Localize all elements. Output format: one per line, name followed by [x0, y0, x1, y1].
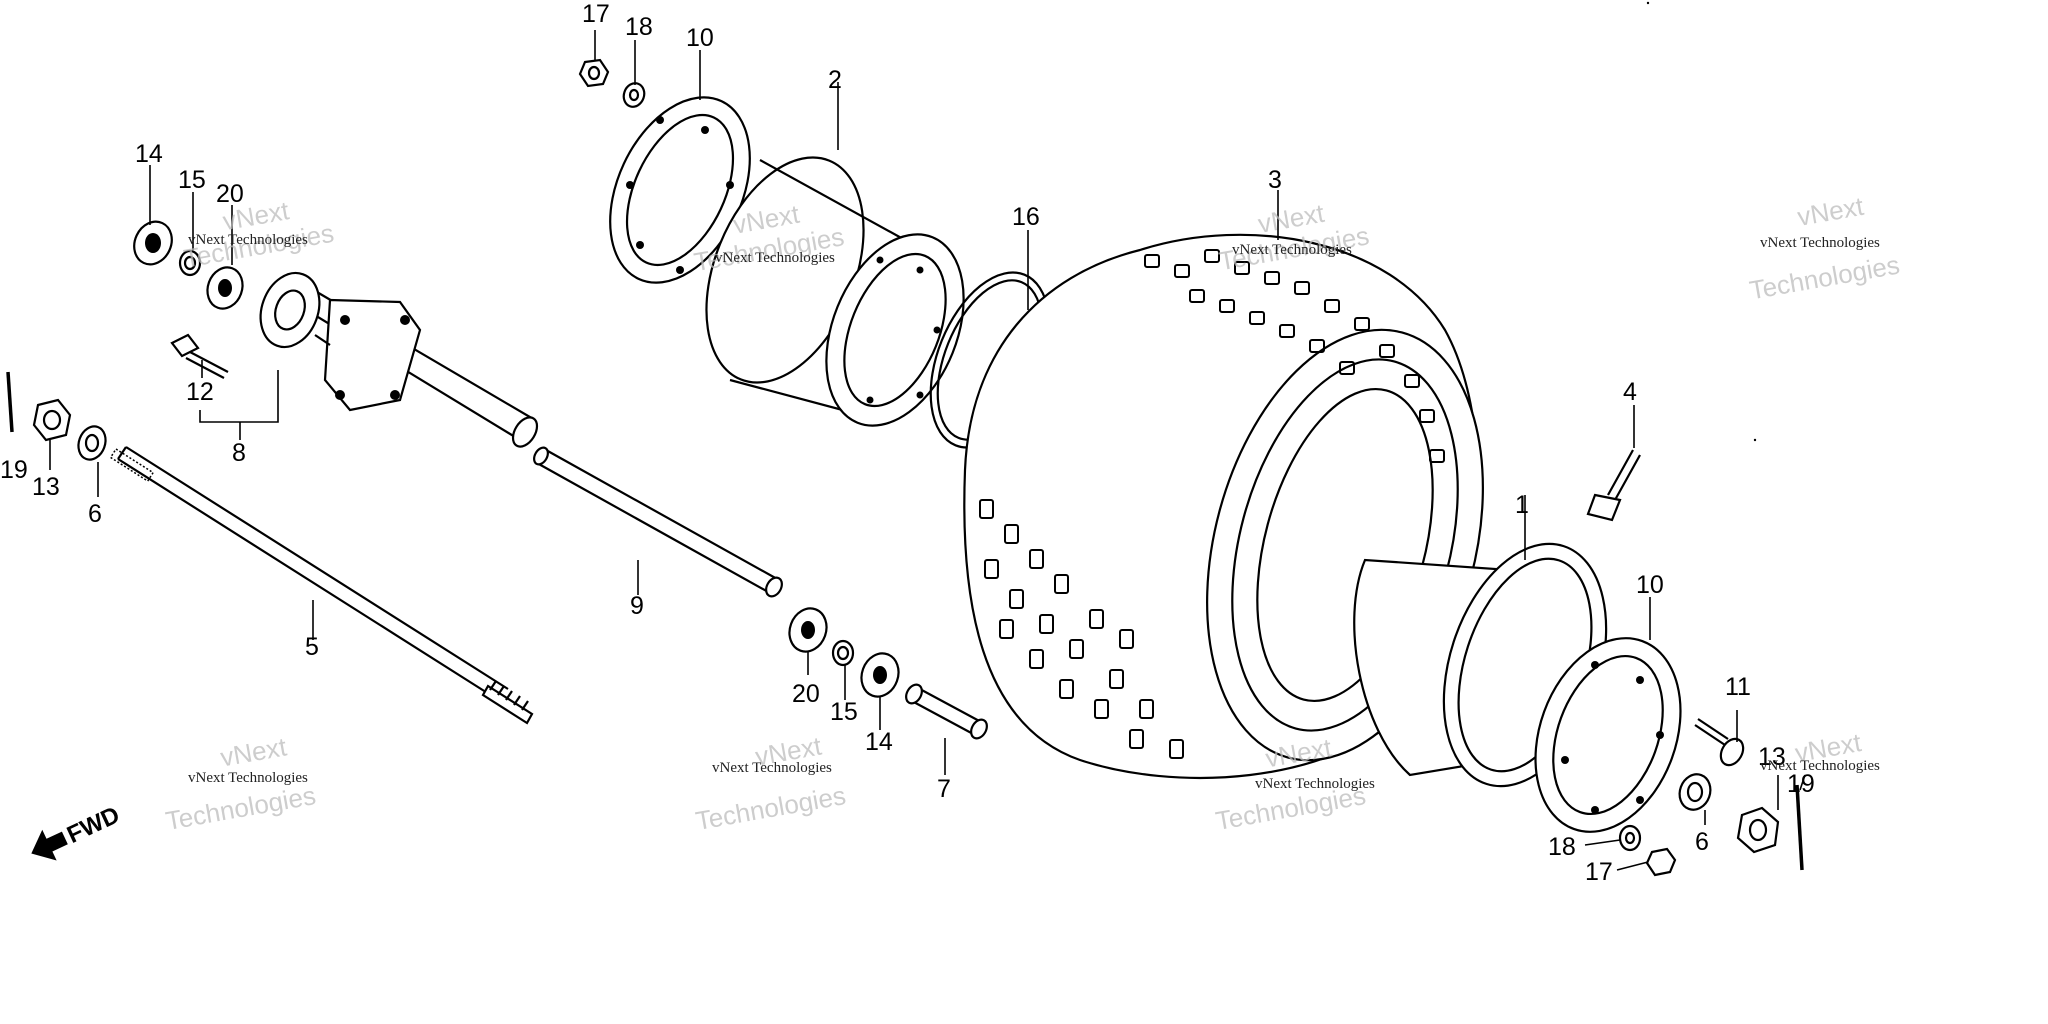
part-17-nut-top [578, 58, 610, 88]
callout-13-left: 13 [32, 473, 60, 501]
callout-15-bottom: 15 [830, 698, 858, 726]
callout-19-right: 19 [1787, 770, 1815, 798]
callout-15-top: 15 [178, 166, 206, 194]
fwd-arrow-indicator: FWD [31, 801, 124, 861]
callout-17-right: 17 [1585, 858, 1613, 886]
callout-3: 3 [1268, 166, 1282, 194]
callout-8: 8 [232, 439, 246, 467]
callout-18-top: 18 [625, 13, 653, 41]
part-9-spacer-tube [533, 446, 783, 598]
part-13-nut-right [1736, 806, 1780, 854]
watermark-6: vNext Technologies [693, 730, 848, 836]
part-12-bolt [170, 333, 229, 379]
callout-16: 16 [1012, 203, 1040, 231]
part-19-pin-right [1795, 784, 1804, 871]
part-19-pin-left [6, 371, 14, 433]
svg-text:vNext: vNext [1795, 191, 1866, 232]
callout-10-top: 10 [686, 24, 714, 52]
callout-18-right: 18 [1548, 833, 1576, 861]
watermark-1-small: vNext Technologies [188, 232, 308, 248]
part-14-bearing-upper [133, 220, 173, 266]
callout-17-top: 17 [582, 0, 610, 28]
part-15-seal-lower [831, 639, 855, 667]
part-6-collar-left [77, 425, 107, 461]
part-14-bearing-lower [860, 652, 900, 698]
part-20-bearing-upper [206, 266, 244, 310]
part-6-collar-right [1678, 773, 1712, 811]
part-17-nut-right [1645, 847, 1677, 877]
callout-2: 2 [828, 66, 842, 94]
speck [1646, 1, 1650, 5]
part-20-bearing-lower [788, 607, 828, 653]
callout-1: 1 [1515, 491, 1529, 519]
part-13-nut-left [32, 398, 72, 442]
svg-text:Technologies: Technologies [1747, 250, 1902, 306]
watermark-5-small: vNext Technologies [188, 770, 308, 786]
part-4-valve-stem [1586, 449, 1641, 522]
callout-7: 7 [937, 775, 951, 803]
arrow-left-icon [31, 829, 68, 861]
part-11-bolt-right [1694, 718, 1745, 767]
callout-19-left: 19 [0, 456, 28, 484]
callout-20-bottom: 20 [792, 680, 820, 708]
watermark-6-small: vNext Technologies [712, 760, 832, 776]
callout-5: 5 [305, 633, 319, 661]
callout-4: 4 [1623, 378, 1637, 406]
part-2-rim-half [705, 156, 965, 427]
callout-9: 9 [630, 592, 644, 620]
watermark-8-small: vNext Technologies [1760, 758, 1880, 774]
callout-13-right: 13 [1758, 743, 1786, 771]
callout-20-top: 20 [216, 180, 244, 208]
callout-6-right: 6 [1695, 828, 1709, 856]
part-8-axle-housing [259, 271, 539, 448]
watermark-7-small: vNext Technologies [1255, 776, 1375, 792]
watermark-4-small: vNext Technologies [1760, 235, 1880, 251]
callout-14-bottom: 14 [865, 728, 893, 756]
watermark-3-small: vNext Technologies [1232, 242, 1352, 258]
fwd-label: FWD [63, 801, 124, 849]
part-10-flange-ring-right [1534, 637, 1682, 833]
watermark-1: vNext Technologies [181, 195, 336, 274]
svg-text:Technologies: Technologies [163, 780, 318, 836]
leader-lines [49, 30, 1806, 871]
callout-10-right: 10 [1636, 571, 1664, 599]
svg-text:vNext: vNext [218, 731, 289, 772]
part-7-sleeve [905, 683, 988, 740]
callout-14-top: 14 [135, 140, 163, 168]
callout-6-left: 6 [88, 500, 102, 528]
callout-11: 11 [1725, 673, 1751, 701]
speck [1753, 438, 1757, 442]
watermark-2-small: vNext Technologies [715, 250, 835, 266]
callout-12: 12 [186, 378, 214, 406]
part-18-washer-right [1618, 824, 1642, 852]
part-5-axle-shaft [109, 446, 534, 725]
part-15-seal-upper [178, 249, 202, 277]
svg-text:Technologies: Technologies [693, 780, 848, 836]
part-18-washer-top [622, 82, 646, 108]
